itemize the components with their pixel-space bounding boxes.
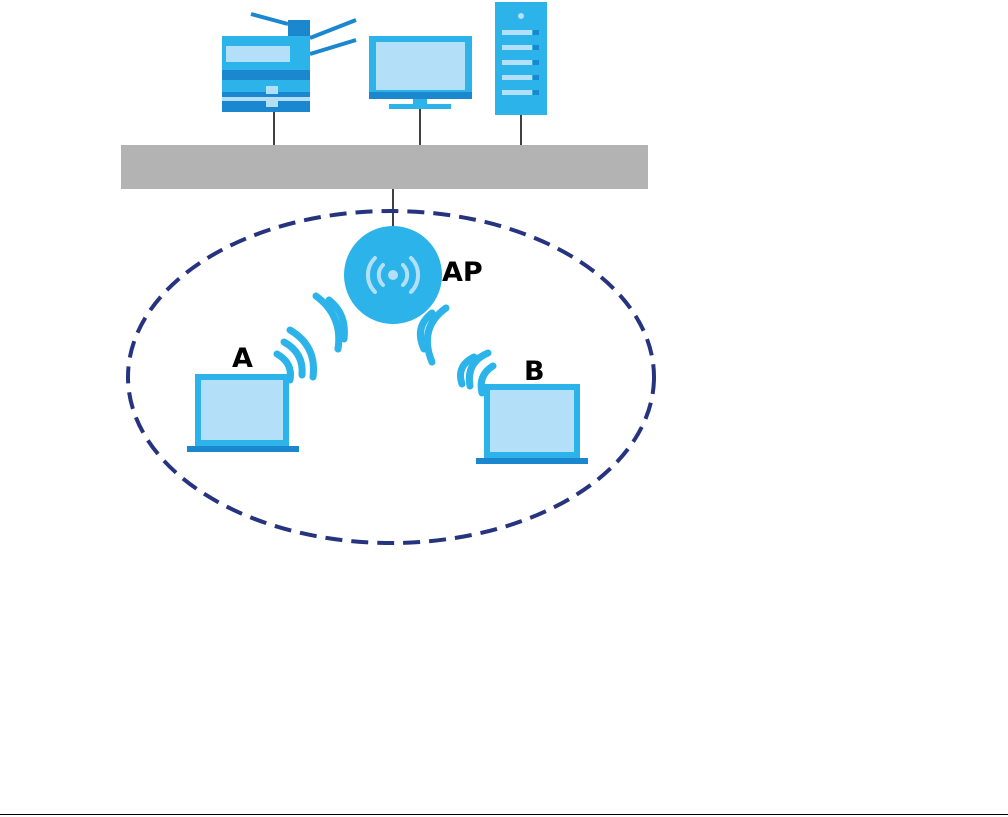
page-footer-rule [0, 814, 1008, 815]
monitor-icon [369, 36, 472, 109]
station-a-label: A [232, 343, 253, 374]
lan-backbone-bar [121, 145, 648, 189]
wifi-signal-icon-b-side [420, 308, 493, 393]
station-b-label: B [524, 356, 545, 387]
laptop-b-icon [476, 384, 588, 464]
printer-icon [222, 14, 356, 112]
wireless-access-point-icon [344, 226, 442, 324]
laptop-a-icon [187, 374, 299, 452]
server-tower-icon [495, 2, 547, 115]
ap-label: AP [442, 257, 483, 288]
wifi-signal-icon-a-side [277, 296, 344, 380]
